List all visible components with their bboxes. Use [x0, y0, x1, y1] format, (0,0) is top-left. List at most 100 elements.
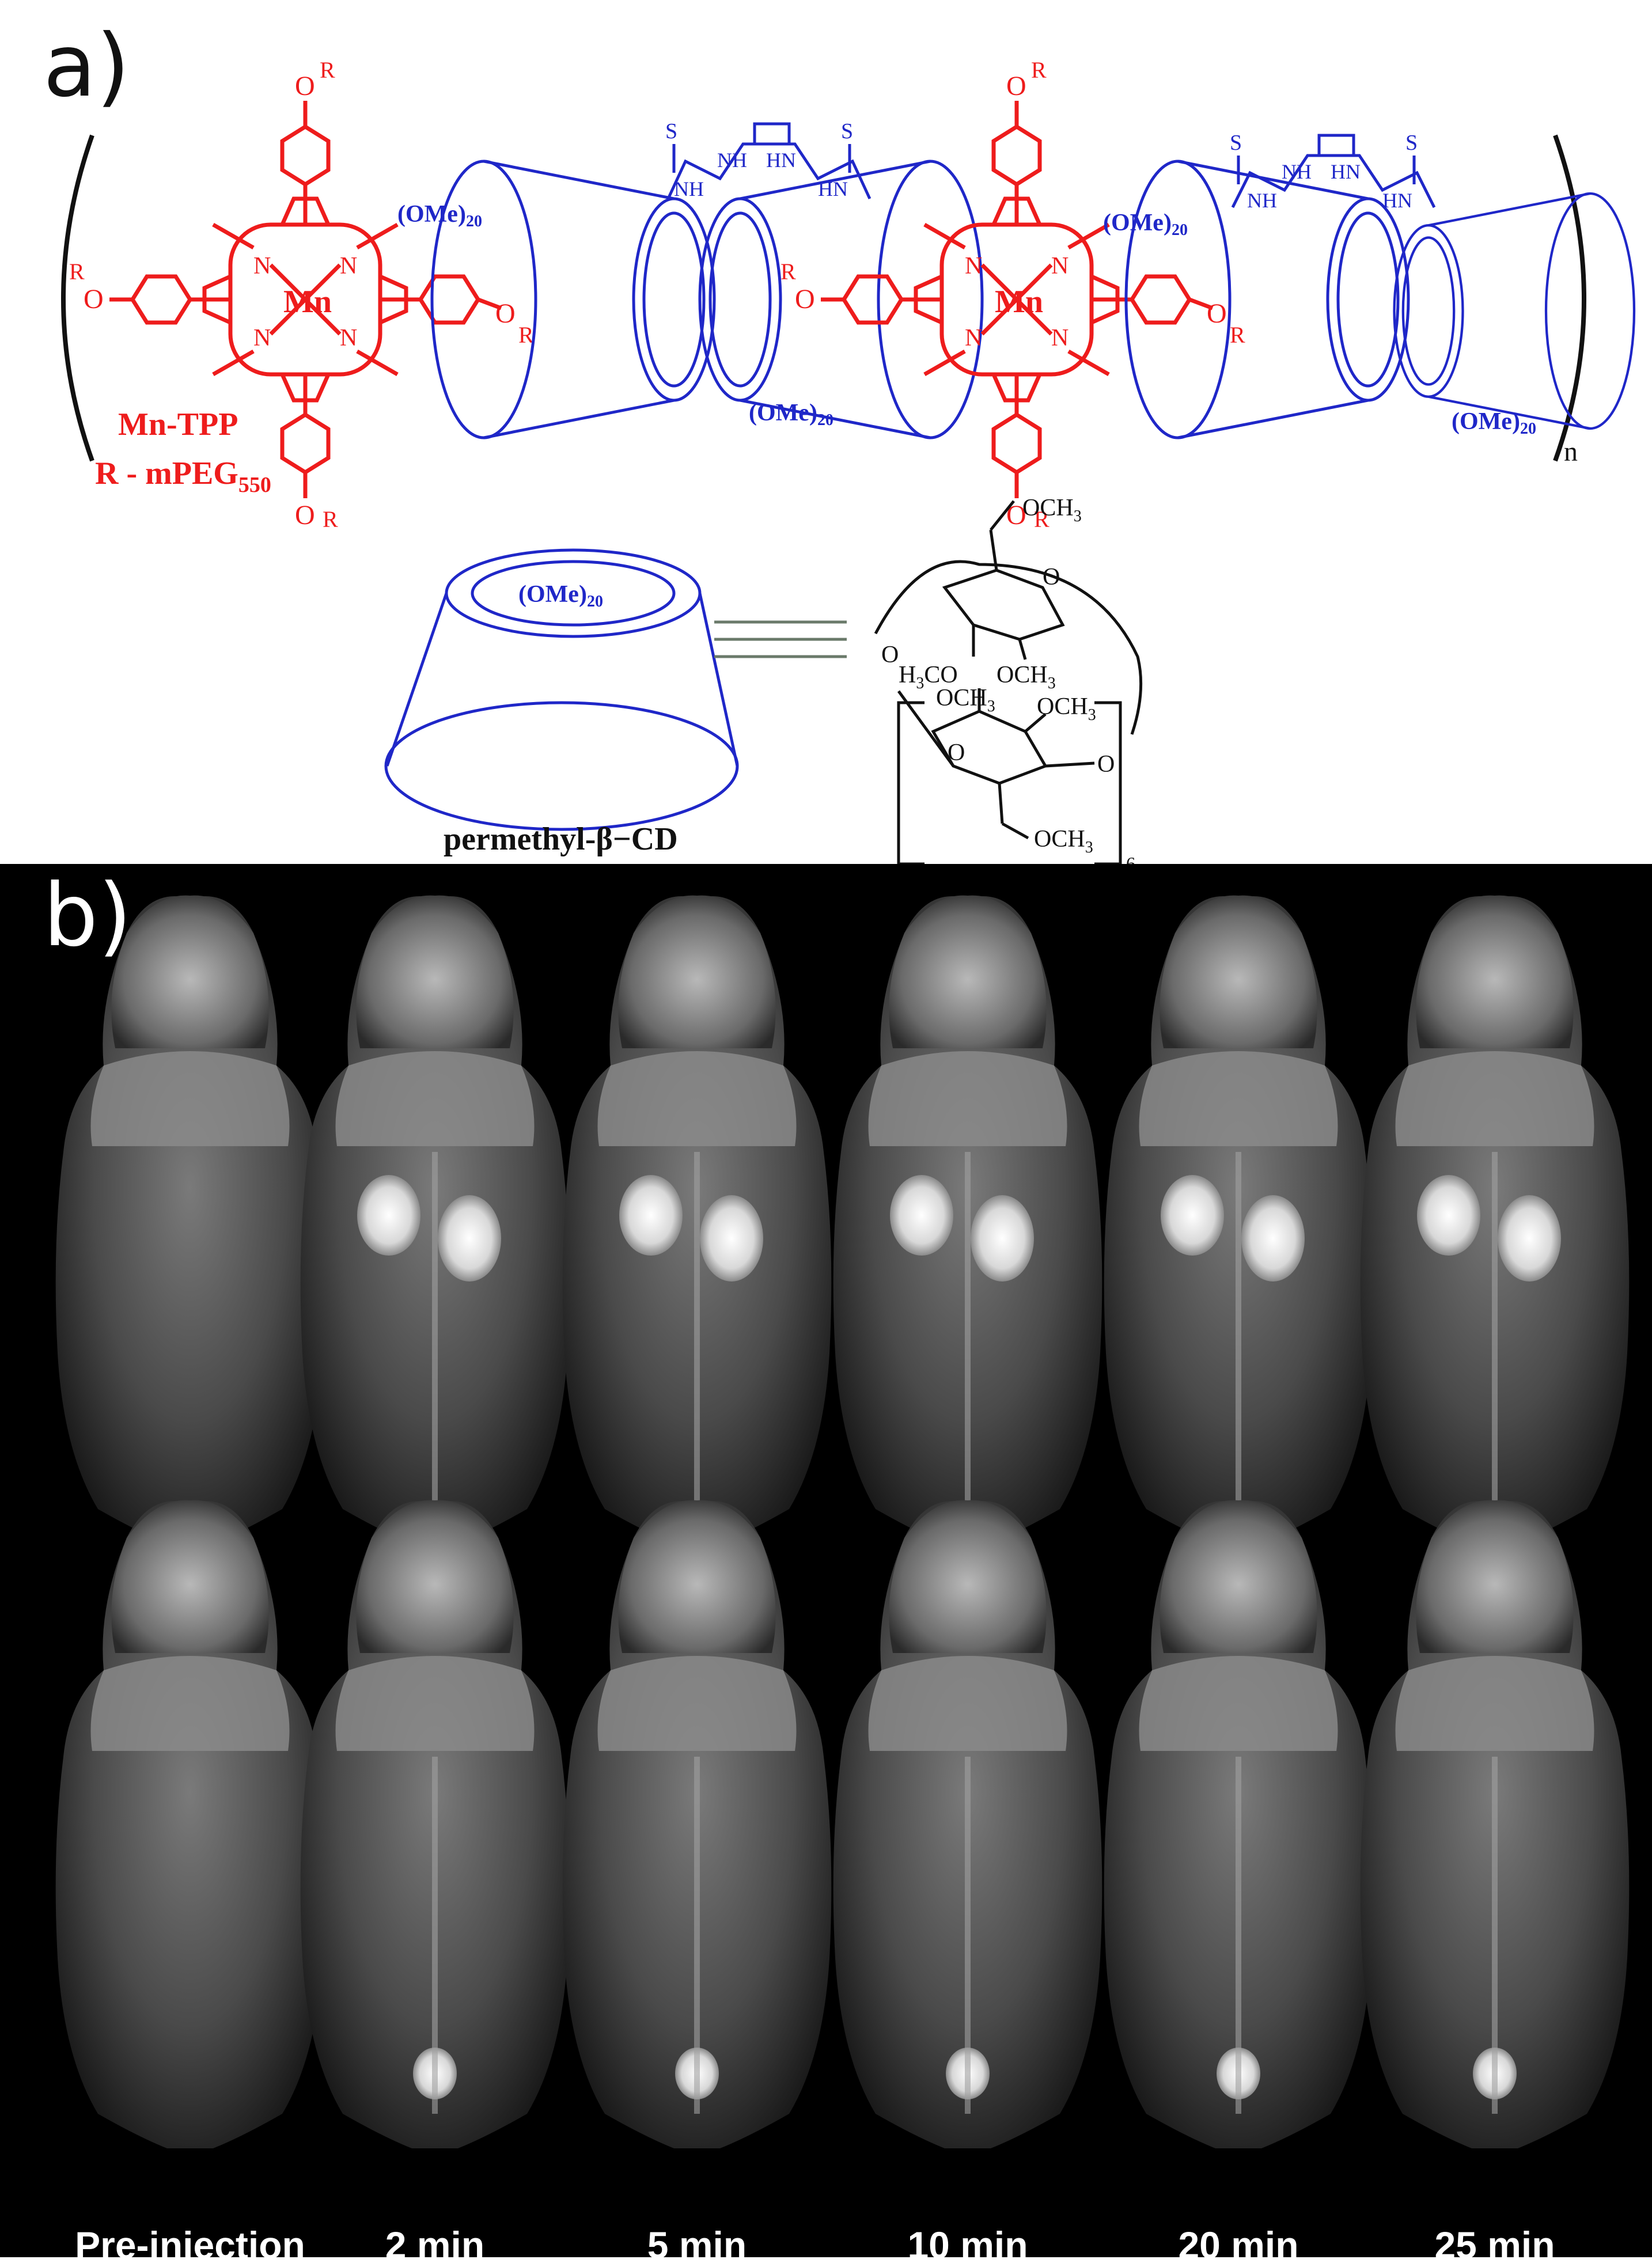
porphyrin-2: Mn N N N N O R O R O R O R: [780, 57, 1245, 532]
svg-text:HN: HN: [1331, 160, 1361, 183]
svg-text:OCH3: OCH3: [1022, 495, 1082, 525]
mri-row2-col5: [1104, 1500, 1373, 2148]
svg-text:OCH3: OCH3: [1034, 826, 1093, 856]
svg-text:O: O: [295, 500, 315, 530]
mri-row1-col2: [300, 895, 570, 1544]
legend-cd-label: (OMe)20: [518, 581, 603, 611]
svg-text:R: R: [69, 259, 85, 285]
svg-text:O: O: [495, 298, 516, 329]
equivalence-sign: [714, 620, 847, 658]
svg-text:H3CO: H3CO: [899, 662, 958, 692]
mri-row1-col5: [1104, 895, 1373, 1544]
svg-text:O: O: [881, 642, 899, 668]
timepoint-label-1: Pre-injection: [75, 2224, 305, 2266]
svg-text:R: R: [1230, 322, 1245, 348]
kidney-left: [890, 1175, 953, 1256]
svg-text:6: 6: [1126, 853, 1135, 864]
svg-text:OCH3: OCH3: [1037, 693, 1096, 724]
panel-a-scheme: n Mn N N N N O R O R O R O R Mn-TPP R - …: [61, 57, 1652, 864]
svg-text:S: S: [1405, 131, 1418, 155]
svg-text:O: O: [1207, 298, 1227, 329]
svg-text:HN: HN: [1382, 189, 1412, 212]
cyclodextrin-4: [1395, 194, 1635, 429]
mri-row2-col4: [833, 1500, 1102, 2148]
legend-cyclodextrin: [384, 548, 739, 831]
timepoint-label-2: 2 min: [385, 2224, 485, 2266]
timepoint-label-4: 10 min: [907, 2224, 1028, 2266]
svg-text:N: N: [253, 325, 271, 351]
mri-row1-col6: [1360, 895, 1630, 1544]
mn-tpp-label: Mn-TPP: [118, 407, 238, 442]
kidney-right: [1241, 1195, 1305, 1282]
svg-text:O: O: [295, 71, 315, 101]
kidney-right: [438, 1195, 501, 1282]
right-bracket: [1553, 134, 1586, 462]
kidney-right: [700, 1195, 763, 1282]
svg-text:N: N: [1051, 253, 1069, 279]
mri-row2-col2: [300, 1500, 570, 2148]
kidney-right: [1498, 1195, 1561, 1282]
panel-b-label: b): [43, 866, 132, 966]
svg-text:OCH3: OCH3: [996, 662, 1056, 692]
cyclodextrin-1: [432, 161, 714, 438]
kidney-left: [357, 1175, 420, 1256]
porphyrin-1: Mn N N N N O R O R O R O R: [69, 57, 534, 532]
svg-text:O: O: [948, 740, 965, 766]
svg-text:NH: NH: [674, 177, 704, 200]
mri-row2-col6: [1360, 1500, 1630, 2148]
svg-text:O: O: [84, 284, 104, 314]
linker-1: [666, 122, 872, 200]
mri-row2-col1: [55, 1500, 325, 2148]
svg-text:O: O: [795, 284, 815, 314]
cd2-label: (OMe)20: [749, 400, 833, 429]
cd-structure-labels: OCH3 O OCH3 O H3CO OCH3 OCH3 O O OCH3 6: [881, 495, 1135, 864]
mri-images: [55, 895, 1630, 2148]
kidney-left: [1417, 1175, 1480, 1256]
r-group-label: R - mPEG550: [95, 456, 271, 497]
svg-text:NH: NH: [1282, 160, 1312, 183]
cd1-label: (OMe)20: [397, 201, 482, 230]
svg-text:NH: NH: [717, 149, 747, 172]
svg-text:S: S: [1230, 131, 1242, 155]
mri-row1-col4: [833, 895, 1102, 1544]
kidney-right: [971, 1195, 1034, 1282]
linker-2: [1231, 134, 1436, 208]
svg-text:NH: NH: [1247, 189, 1277, 212]
svg-text:S: S: [841, 119, 853, 143]
left-bracket: [61, 134, 94, 462]
svg-text:R: R: [323, 506, 338, 532]
svg-text:R: R: [1034, 506, 1049, 532]
svg-text:R: R: [1031, 57, 1047, 83]
kidney-left: [1161, 1175, 1224, 1256]
mri-row2-col3: [562, 1500, 832, 2148]
cd3-label: (OMe)20: [1103, 210, 1188, 239]
panel-b-mri-grid: Pre-injection 2 min 5 min 10 min 20 min 25 mi…: [0, 864, 1652, 2266]
svg-text:O: O: [1006, 71, 1026, 101]
panel-a-label: a): [43, 16, 130, 116]
timepoint-label-3: 5 min: [647, 2224, 747, 2266]
kidney-left: [619, 1175, 683, 1256]
svg-text:S: S: [665, 119, 677, 143]
svg-text:N: N: [340, 253, 357, 279]
svg-text:Mn: Mn: [995, 284, 1043, 320]
timepoint-label-6: 25 min: [1434, 2224, 1555, 2266]
svg-text:HN: HN: [766, 149, 796, 172]
svg-text:R: R: [518, 322, 534, 348]
svg-text:N: N: [1051, 325, 1069, 351]
svg-text:R: R: [780, 259, 796, 285]
svg-text:N: N: [253, 253, 271, 279]
svg-text:N: N: [340, 325, 357, 351]
mri-row1-col1: [55, 895, 325, 1544]
mri-row1-col3: [562, 895, 832, 1544]
svg-text:N: N: [965, 253, 982, 279]
cd-structure: [874, 500, 1143, 864]
svg-text:N: N: [965, 325, 982, 351]
permethyl-cd-label: permethyl-β−CD: [444, 821, 678, 857]
cd4-label: (OMe)20: [1452, 408, 1536, 438]
repeat-index: n: [1564, 437, 1578, 467]
timepoint-label-5: 20 min: [1178, 2224, 1299, 2266]
svg-text:Mn: Mn: [283, 284, 332, 320]
svg-text:O: O: [1097, 751, 1115, 778]
svg-text:R: R: [320, 57, 335, 83]
svg-text:O: O: [1043, 564, 1060, 590]
